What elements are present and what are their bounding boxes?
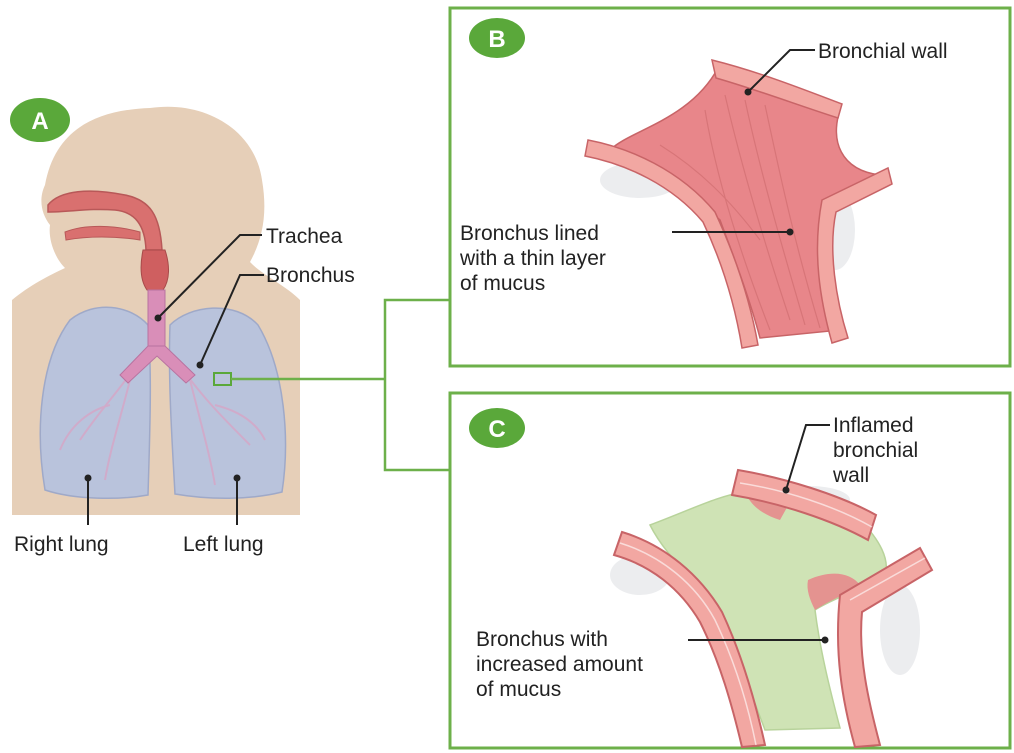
badge-c-label: C (488, 416, 505, 443)
bronchial-wall-label: Bronchial wall (818, 40, 948, 63)
normal-bronchus-label-line-2: with a thin layer (459, 247, 606, 270)
inflamed-wall-label-line-1: Inflamed (833, 414, 914, 437)
normal-bronchus-label-line-1: Bronchus lined (460, 222, 599, 245)
inflamed-wall-label-line-2: bronchial (833, 439, 918, 462)
badge-b-label: B (488, 26, 505, 53)
panel-b: B Bronchial wall Bronchus lined with a t… (450, 8, 1010, 366)
larynx (141, 250, 168, 290)
trachea-label: Trachea (266, 225, 343, 248)
badge-a-label: A (31, 108, 48, 135)
panel-c: C Inflamed bronchial wall Bronchus with … (450, 393, 1010, 748)
bronchus-label: Bronchus (266, 264, 355, 287)
mucus-bronchus-label-line-3: of mucus (476, 678, 561, 701)
left-lung-label: Left lung (183, 533, 264, 556)
mucus-bronchus-label-line-1: Bronchus with (476, 628, 608, 651)
panel-a: A Trachea Bronchus Right lung Left lung (10, 98, 355, 556)
mucus-bronchus-label-line-2: increased amount (476, 653, 643, 676)
inflamed-wall-label-line-3: wall (832, 464, 869, 487)
right-lung-label: Right lung (14, 533, 109, 556)
normal-bronchus-label-line-3: of mucus (460, 272, 545, 295)
